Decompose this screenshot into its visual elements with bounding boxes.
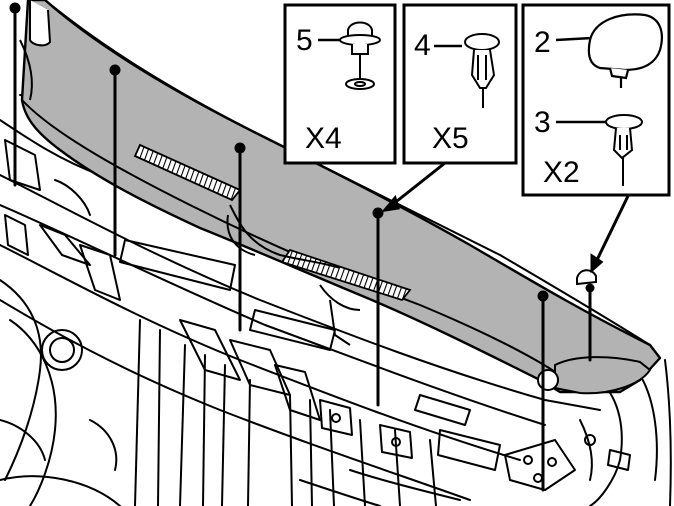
quantity-label-part-4: X5: [432, 122, 469, 155]
cap-clip-installed: [576, 269, 597, 286]
detail-box-part-5: 5 X4: [283, 3, 397, 165]
quantity-label-parts-2-3: X2: [543, 156, 580, 189]
pin-5: [537, 290, 549, 492]
push-clip-icon: [339, 21, 381, 90]
expansion-rivet-icon: [464, 33, 500, 108]
detail-box-part-4: 4 X5: [402, 3, 518, 165]
pin-1: [9, 2, 21, 187]
pin-2: [109, 64, 121, 257]
retaining-clip-icon: [605, 114, 643, 186]
callout-label-2: 2: [534, 26, 551, 59]
pin-6: [585, 283, 595, 362]
vehicle-body-structure: [0, 94, 672, 506]
trim-cap-icon: [587, 13, 663, 88]
pin-4: [372, 207, 384, 407]
callout-label-5: 5: [296, 24, 313, 57]
callout-label-4: 4: [414, 29, 431, 62]
cowl-grille-left: [133, 143, 242, 202]
leader-x2: [594, 195, 630, 263]
quantity-label-part-5: X4: [305, 122, 342, 155]
callout-label-3: 3: [534, 106, 551, 139]
callout-leaders: [381, 161, 630, 274]
fastener-pins: [9, 2, 595, 492]
leader-x5: [391, 161, 446, 207]
detail-box-parts-2-3: 2 3 X2: [521, 3, 671, 197]
cowl-panel: [19, 0, 662, 395]
pin-3: [234, 142, 246, 332]
